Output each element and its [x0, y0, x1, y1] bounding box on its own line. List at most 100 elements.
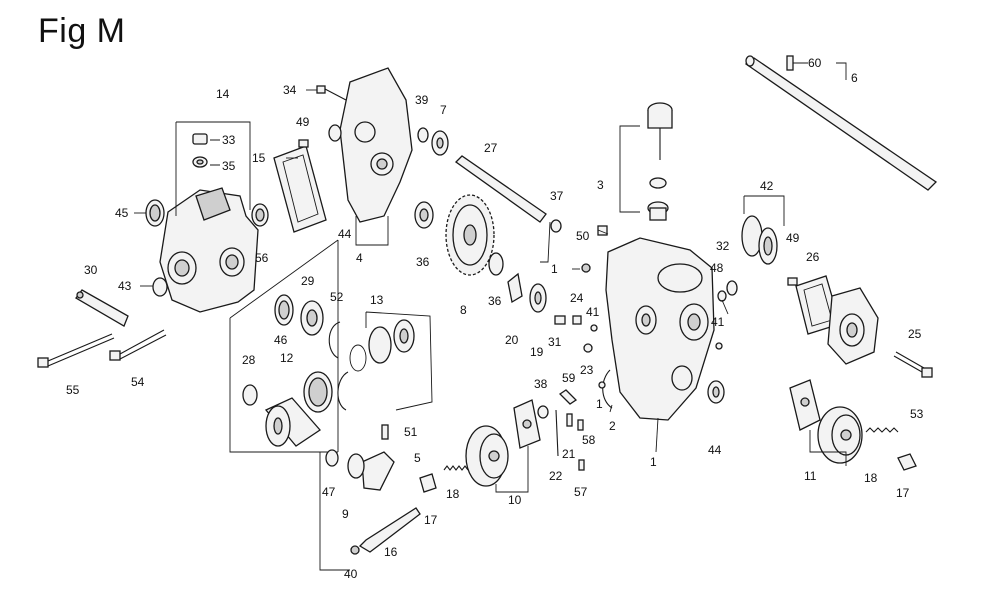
spring-9: [347, 453, 365, 479]
callout-12: 12: [280, 351, 294, 365]
callout-21: 21: [562, 447, 576, 461]
bracket-20: [507, 272, 523, 304]
bolt-1a: [581, 263, 591, 273]
washer-41a: [590, 324, 598, 332]
callout-13: 13: [370, 293, 384, 307]
pin-31: [554, 315, 566, 325]
pin-49-right: [787, 277, 798, 286]
washer-32: [726, 280, 738, 296]
callout-22: 22: [549, 469, 563, 483]
plate-11: [789, 379, 821, 431]
leader-13: [365, 311, 433, 411]
washer-23: [583, 343, 593, 353]
callout-44-right: 44: [708, 443, 722, 457]
washer-40: [350, 545, 360, 555]
callout-10: 10: [508, 493, 522, 507]
leader-lines: [134, 62, 847, 453]
callout-16: 16: [384, 545, 398, 559]
washer-39: [417, 127, 429, 143]
rotor-10: [465, 425, 509, 487]
callout-15: 15: [252, 151, 266, 165]
callout-45: 45: [115, 206, 129, 220]
washer-1c: [598, 381, 606, 389]
callout-17-right: 17: [896, 486, 910, 500]
callout-49-right: 49: [786, 231, 800, 245]
callout-29: 29: [301, 274, 315, 288]
gasket-15: [273, 145, 327, 233]
callout-52: 52: [330, 290, 344, 304]
spring-18a: [443, 465, 469, 471]
bearing-46: [300, 300, 324, 336]
callout-39: 39: [415, 93, 429, 107]
callout-57: 57: [574, 485, 588, 499]
callout-51: 51: [404, 425, 418, 439]
callout-35: 35: [222, 159, 236, 173]
callout-6: 6: [851, 71, 858, 85]
callout-55: 55: [66, 383, 80, 397]
bracket-30: [75, 289, 129, 327]
callout-5: 5: [414, 451, 421, 465]
callout-18-right: 18: [864, 471, 878, 485]
gear-7: [431, 130, 449, 156]
pin-50: [597, 225, 608, 236]
gear-8: [445, 194, 495, 276]
pin-60: [786, 55, 794, 71]
callout-2: 2: [609, 419, 616, 433]
washer-38: [537, 405, 549, 419]
callout-41-b: 41: [711, 315, 725, 329]
callout-8: 8: [460, 303, 467, 317]
leader-frame: [229, 239, 339, 453]
spacer-36a: [414, 201, 434, 229]
callout-31: 31: [548, 335, 562, 349]
nut-24: [572, 315, 582, 325]
oil-seal-left: [145, 199, 165, 227]
callout-labels: 14 33 35 45 56 43 30 55 54 34 49 15 44 4…: [66, 56, 924, 581]
spring-18b: [865, 427, 899, 433]
leader-10: [495, 446, 529, 493]
shaft-27: [454, 155, 547, 223]
gear-19: [529, 283, 547, 313]
callout-9: 9: [342, 507, 349, 521]
pin-21: [566, 413, 573, 427]
leader-4: [355, 216, 389, 246]
bearing-43: [152, 277, 168, 297]
callout-42: 42: [760, 179, 774, 193]
washer-47: [325, 449, 339, 467]
washer-41b: [715, 342, 723, 350]
callout-60: 60: [808, 56, 822, 70]
nut-3a: [649, 177, 667, 189]
leader-14: [175, 121, 251, 216]
callout-1-a: 1: [551, 262, 558, 276]
bearing-42: [741, 215, 778, 265]
callout-58: 58: [582, 433, 596, 447]
ring-29: [274, 294, 294, 326]
leader-3: [619, 125, 640, 213]
callout-1-b: 1: [650, 455, 657, 469]
main-shaft: [744, 55, 938, 191]
callout-33: 33: [222, 133, 236, 147]
callout-26: 26: [806, 250, 820, 264]
dipstick-cap: [647, 102, 673, 160]
pin-51: [381, 424, 389, 440]
callout-28: 28: [242, 353, 256, 367]
bolt-53: [893, 351, 933, 378]
gasket-2: [602, 369, 613, 409]
breather-plug: [192, 133, 208, 168]
callout-3: 3: [597, 178, 604, 192]
plug-3b: [647, 201, 669, 221]
washer-28: [242, 384, 258, 406]
plate-10: [513, 399, 541, 449]
callout-1-c: 1: [596, 397, 603, 411]
callout-7: 7: [440, 103, 447, 117]
callout-56: 56: [255, 251, 269, 265]
cover-25: [827, 287, 879, 365]
pin-49-left: [298, 139, 309, 148]
callout-38: 38: [534, 377, 548, 391]
callout-41-a: 41: [586, 305, 600, 319]
callout-11: 11: [804, 469, 817, 483]
pin-17b: [897, 453, 917, 471]
spacer-36b: [488, 252, 504, 276]
callout-17-left: 17: [424, 513, 438, 527]
seal-44b: [707, 380, 725, 404]
ring-12: [303, 371, 333, 413]
